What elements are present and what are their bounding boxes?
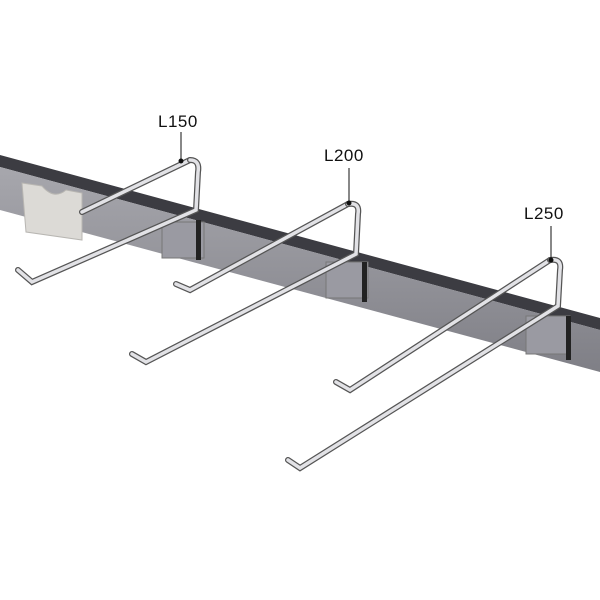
label-l200: L200	[324, 146, 364, 165]
hook-l150	[15, 157, 202, 286]
rail-clips	[161, 220, 571, 360]
label-l150: L150	[158, 112, 198, 131]
label-l250: L250	[524, 204, 564, 223]
leader-lines	[178, 132, 554, 263]
rail	[0, 155, 600, 372]
price-tag-holder	[21, 182, 83, 241]
